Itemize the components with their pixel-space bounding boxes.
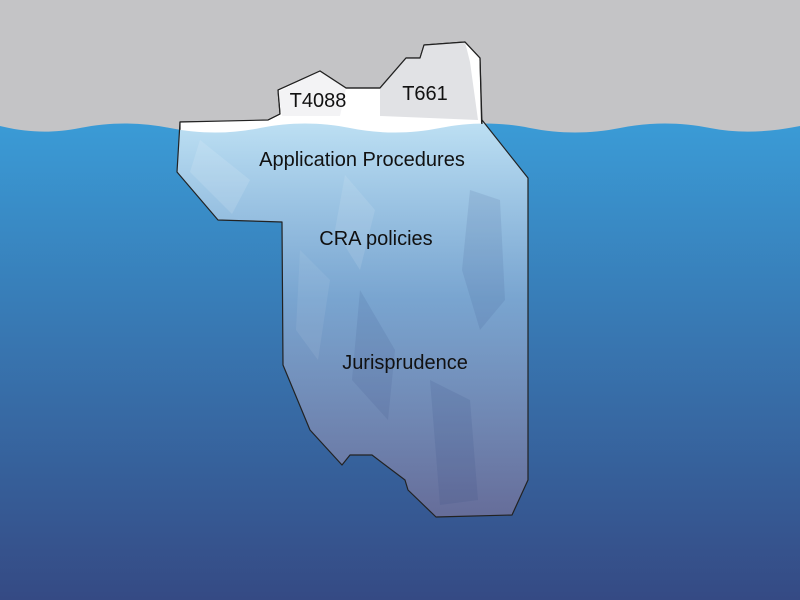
layer-label-jurisprudence: Jurisprudence	[342, 352, 468, 374]
tip-label-t661: T661	[402, 83, 448, 105]
layer-label-application-procedures: Application Procedures	[259, 149, 465, 171]
iceberg-submerged	[176, 119, 529, 518]
tip-label-t4088: T4088	[290, 90, 347, 112]
iceberg-tip-outline	[267, 41, 483, 125]
layer-label-cra-policies: CRA policies	[319, 228, 432, 250]
